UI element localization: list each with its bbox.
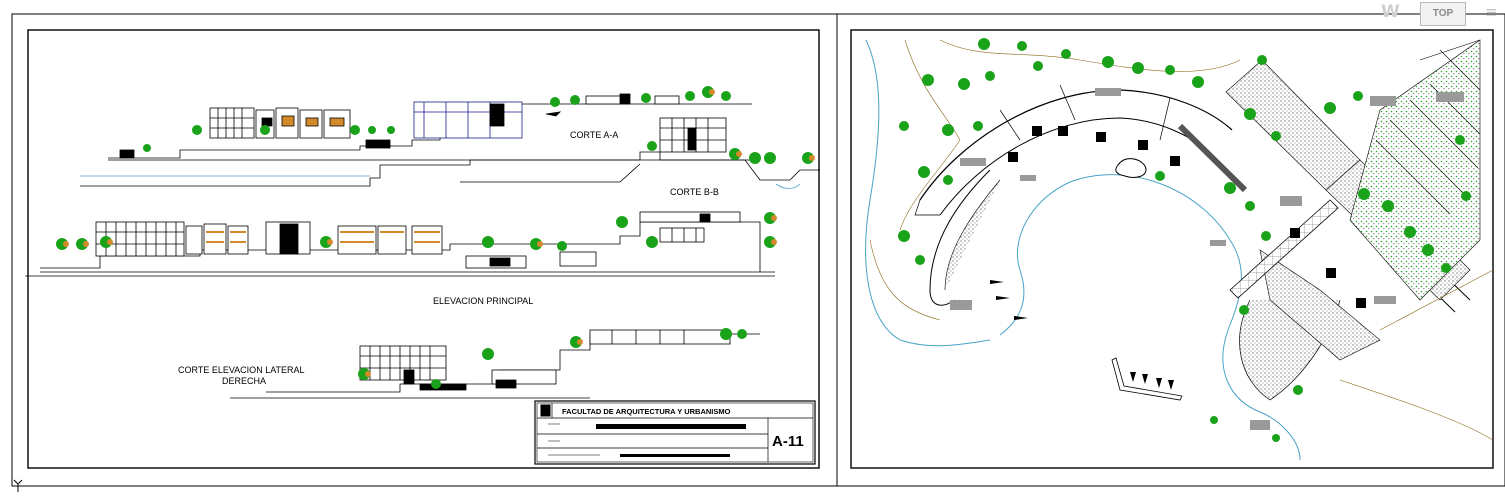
corte-b-b-section — [80, 117, 820, 189]
title-block-sheet-number: A-11 — [772, 433, 804, 450]
elevation-trees — [56, 86, 815, 389]
title-block-faculty: FACULTAD DE ARQUITECTURA Y URBANISMO — [562, 407, 731, 416]
ucs-y-axis-icon — [13, 479, 23, 492]
label-corte-a-a: CORTE A-A — [570, 130, 618, 140]
label-corte-b-b: CORTE B-B — [670, 187, 719, 197]
corte-elevacion-lateral-derecha — [230, 329, 760, 399]
viewcube-top-button[interactable]: TOP — [1420, 2, 1466, 26]
site-plan-trees — [898, 38, 1471, 442]
label-corte-lateral-line1: CORTE ELEVACION LATERAL — [178, 365, 305, 375]
viewport-menu-icon[interactable]: ≡ — [1485, 3, 1498, 21]
right-sheet-outer-frame — [836, 13, 1505, 487]
compass-w-label[interactable]: W — [1381, 2, 1400, 22]
title-block — [534, 400, 816, 465]
corte-a-a-section — [108, 93, 752, 161]
label-elevacion-principal: ELEVACION PRINCIPAL — [433, 296, 533, 306]
left-sheet-inner-frame — [27, 29, 820, 469]
right-sheet-inner-frame — [850, 29, 1494, 469]
site-plan — [865, 39, 1494, 461]
elevacion-principal — [25, 211, 775, 277]
label-corte-lateral-line2: DERECHA — [222, 376, 266, 386]
